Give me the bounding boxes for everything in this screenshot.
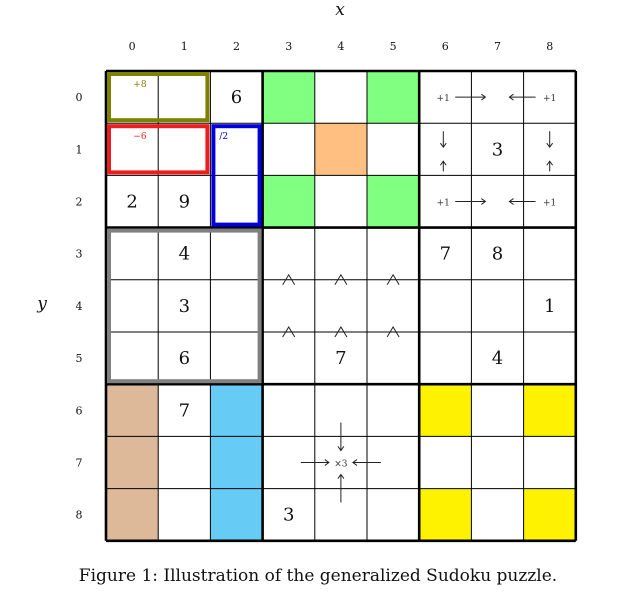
- given-digit: 4: [492, 348, 503, 369]
- shaded-cell: [210, 488, 263, 541]
- inequality-chevron: [334, 273, 348, 286]
- given-digit: 1: [544, 296, 555, 317]
- column-tick: 8: [546, 40, 553, 53]
- cage-outline: [107, 124, 210, 175]
- arrow-head: [439, 142, 447, 149]
- row-ticks: 0 1 2 3 4 5 6 7 8: [76, 91, 83, 522]
- shaded-cell: [106, 488, 159, 541]
- arrow-head: [546, 142, 554, 149]
- product-label: ×3: [334, 460, 348, 470]
- shaded-cell: [210, 436, 263, 489]
- difference-label: +1: [437, 94, 450, 104]
- shaded-cell: [367, 71, 420, 124]
- arrow-head: [352, 459, 358, 466]
- row-tick: 0: [76, 91, 83, 104]
- given-digit: 8: [492, 244, 503, 265]
- cage-outline: [107, 228, 262, 384]
- cage-label: /2: [219, 132, 228, 142]
- cages: +8 −6/2: [107, 72, 262, 384]
- difference-label: +1: [543, 199, 556, 209]
- given-digit: 9: [179, 192, 190, 213]
- column-tick: 3: [285, 40, 292, 53]
- arrow-head: [439, 160, 447, 166]
- given-digit: 7: [335, 348, 346, 369]
- arrow-head: [481, 93, 487, 101]
- given-digit: 7: [440, 244, 451, 265]
- inequality-chevron: [386, 326, 400, 338]
- shaded-cell: [419, 384, 472, 437]
- arrow-head: [324, 459, 330, 466]
- given-digit: 4: [179, 244, 190, 265]
- arrow-head: [508, 93, 514, 101]
- given-digit: 3: [283, 505, 294, 526]
- cage-outline: [107, 72, 210, 123]
- column-tick: 2: [233, 40, 240, 53]
- shaded-cell: [523, 488, 576, 541]
- row-tick: 6: [76, 404, 83, 417]
- cage-label: +8: [133, 80, 147, 90]
- row-tick: 4: [76, 300, 83, 313]
- column-tick: 5: [390, 40, 397, 53]
- column-tick: 6: [442, 40, 449, 53]
- y-axis-label: y: [36, 294, 47, 314]
- row-tick: 7: [76, 457, 83, 470]
- shaded-cell: [314, 123, 367, 176]
- column-tick: 0: [129, 40, 136, 53]
- given-digits: 6 3 2 9 4 7 8 3 1 6 7 4 7 3: [126, 87, 555, 526]
- constraint-arrows: +1 +1 +1 +1 ×3: [282, 93, 556, 503]
- arrow-head: [337, 473, 345, 479]
- given-digit: 2: [126, 192, 137, 213]
- column-ticks: 0 1 2 3 4 5 6 7 8: [129, 40, 554, 53]
- column-tick: 4: [337, 40, 344, 53]
- shaded-cell: [106, 384, 159, 437]
- given-digit: 6: [231, 87, 242, 108]
- column-tick: 7: [494, 40, 501, 53]
- row-tick: 5: [76, 352, 83, 365]
- shaded-cell: [262, 71, 315, 124]
- shaded-cell: [367, 175, 420, 228]
- figure-caption: Figure 1: Illustration of the generalize…: [78, 566, 558, 586]
- difference-label: +1: [437, 199, 450, 209]
- given-digit: 3: [492, 139, 503, 160]
- inequality-chevron: [386, 273, 400, 286]
- shaded-cell: [419, 488, 472, 541]
- inequality-chevron: [282, 273, 296, 286]
- arrow-head: [546, 160, 554, 166]
- row-tick: 8: [76, 509, 83, 522]
- cage-outline: [211, 124, 262, 227]
- inequality-chevron: [334, 326, 348, 338]
- row-tick: 3: [76, 248, 83, 261]
- row-tick: 1: [76, 143, 83, 156]
- given-digit: 7: [179, 400, 190, 421]
- column-tick: 1: [181, 40, 188, 53]
- row-tick: 2: [76, 196, 83, 209]
- arrow-head: [508, 198, 514, 205]
- difference-label: +1: [543, 94, 556, 104]
- given-digit: 3: [179, 296, 190, 317]
- arrow-head: [337, 446, 345, 452]
- shaded-cell: [262, 175, 315, 228]
- given-digit: 6: [179, 348, 190, 369]
- shaded-cell: [523, 384, 576, 437]
- shaded-cells: [106, 71, 576, 541]
- cage-label: −6: [133, 132, 147, 142]
- x-axis-label: x: [335, 0, 345, 20]
- inequality-chevron: [282, 326, 296, 338]
- sudoku-figure: x y 0 1 2 3 4 5 6 7 8 0 1 2 3 4 5 6 7 8 +8 −6/2 +1 +1 +1 +1 ×…: [36, 0, 578, 543]
- shaded-cell: [210, 384, 263, 437]
- arrow-head: [481, 198, 487, 205]
- shaded-cell: [106, 436, 159, 489]
